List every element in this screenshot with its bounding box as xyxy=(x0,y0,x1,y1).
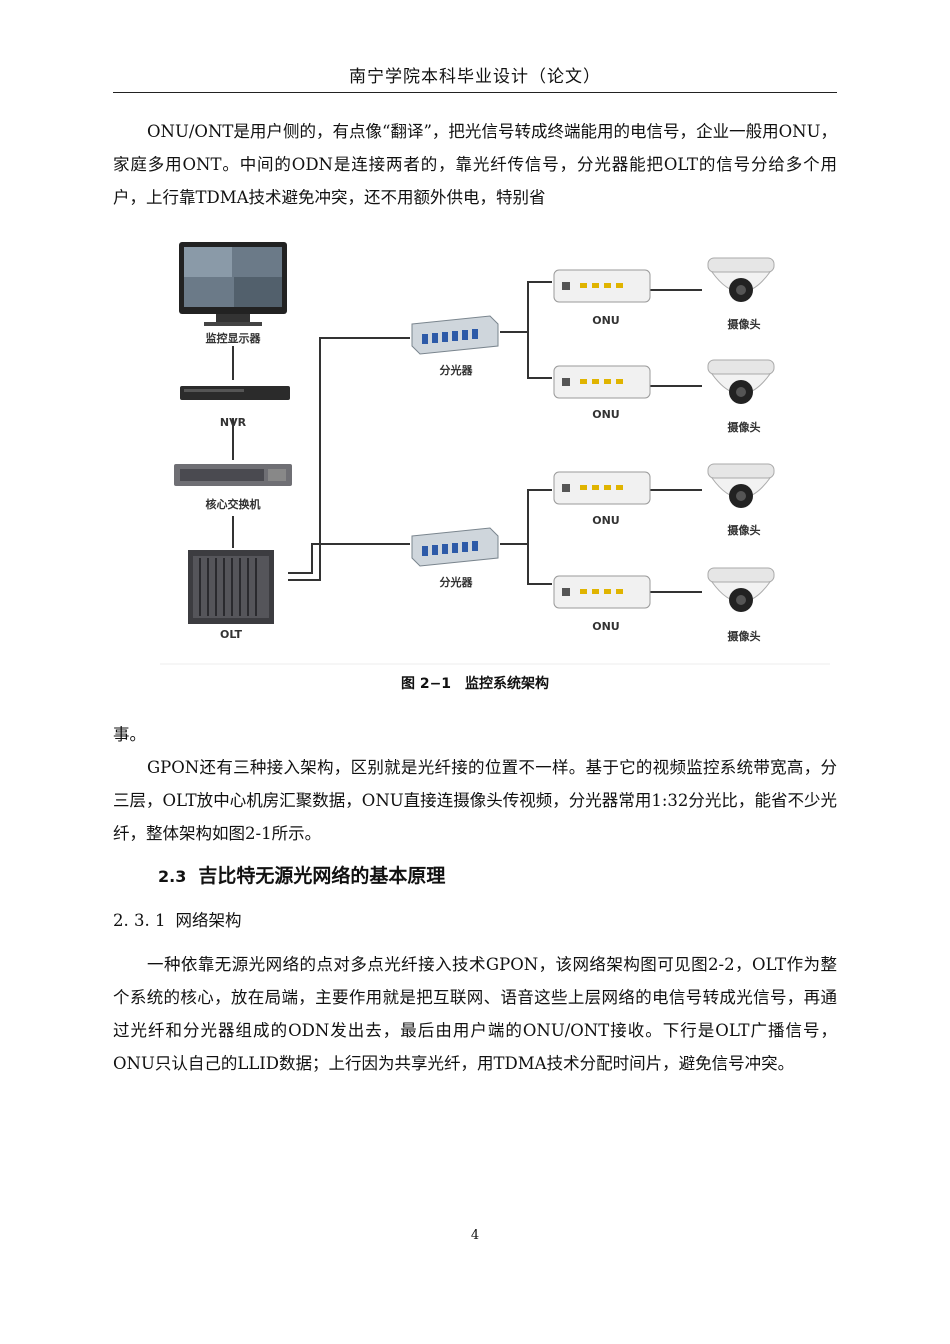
onu-icon xyxy=(553,575,651,609)
paragraph-onu-odn: ONU/ONT是用户侧的，有点像“翻译”，把光信号转成终端能用的电信号，企业一般… xyxy=(113,122,837,207)
label-olt: OLT xyxy=(220,628,243,641)
section-number: 2.3 xyxy=(158,867,187,886)
onu-icon xyxy=(553,269,651,303)
olt-icon xyxy=(188,550,274,624)
subsection-heading: 2. 3. 1 网络架构 xyxy=(113,906,241,936)
subsection-title: 网络架构 xyxy=(175,911,242,930)
camera-icon xyxy=(707,257,775,302)
label-nvr: NVR xyxy=(220,416,247,429)
splitter-bottom-icon xyxy=(411,527,499,567)
label-splitter-top: 分光器 xyxy=(440,363,474,377)
label-onu-4: ONU xyxy=(592,620,620,633)
onu-icon xyxy=(553,365,651,399)
paragraph-network-architecture: 一种依靠无源光网络的点对多点光纤接入技术GPON，该网络架构图可见图2-2，OL… xyxy=(113,955,837,1073)
subsection-number: 2. 3. 1 xyxy=(113,911,166,930)
paragraph-continuation: 事。 xyxy=(113,725,146,744)
label-switch: 核心交换机 xyxy=(206,497,261,511)
onu-icon xyxy=(553,471,651,505)
page-number: 4 xyxy=(470,1228,480,1243)
figure-monitoring-architecture: 监控显示器 NVR 核心交换机 OLT xyxy=(160,228,830,668)
section-heading: 2.3 吉比特无源光网络的基本原理 xyxy=(158,861,445,892)
core-switch-icon xyxy=(174,464,292,486)
camera-icon xyxy=(707,567,775,612)
camera-icon xyxy=(707,463,775,508)
label-onu-2: ONU xyxy=(592,408,620,421)
label-splitter-bottom: 分光器 xyxy=(440,575,474,589)
label-monitor: 监控显示器 xyxy=(206,331,262,345)
architecture-diagram: 监控显示器 NVR 核心交换机 OLT xyxy=(160,242,830,665)
figure-caption: 图 2−1 监控系统架构 xyxy=(400,676,550,692)
connection-lines xyxy=(232,281,702,593)
paragraph-gpon-architecture: GPON还有三种接入架构，区别就是光纤接的位置不一样。基于它的视频监控系统带宽高… xyxy=(113,758,837,843)
monitor-icon xyxy=(179,242,287,326)
label-onu-3: ONU xyxy=(592,514,620,527)
nvr-icon xyxy=(180,386,290,400)
page-header: 南宁学院本科毕业设计（论文） xyxy=(349,67,601,87)
label-camera-3: 摄像头 xyxy=(728,523,761,537)
header-divider xyxy=(113,92,837,93)
label-camera-1: 摄像头 xyxy=(728,317,761,331)
label-camera-2: 摄像头 xyxy=(728,420,761,434)
camera-icon xyxy=(707,359,775,404)
section-title: 吉比特无源光网络的基本原理 xyxy=(198,865,446,887)
label-onu-1: ONU xyxy=(592,314,620,327)
splitter-top-icon xyxy=(411,315,499,355)
label-camera-4: 摄像头 xyxy=(728,629,761,643)
